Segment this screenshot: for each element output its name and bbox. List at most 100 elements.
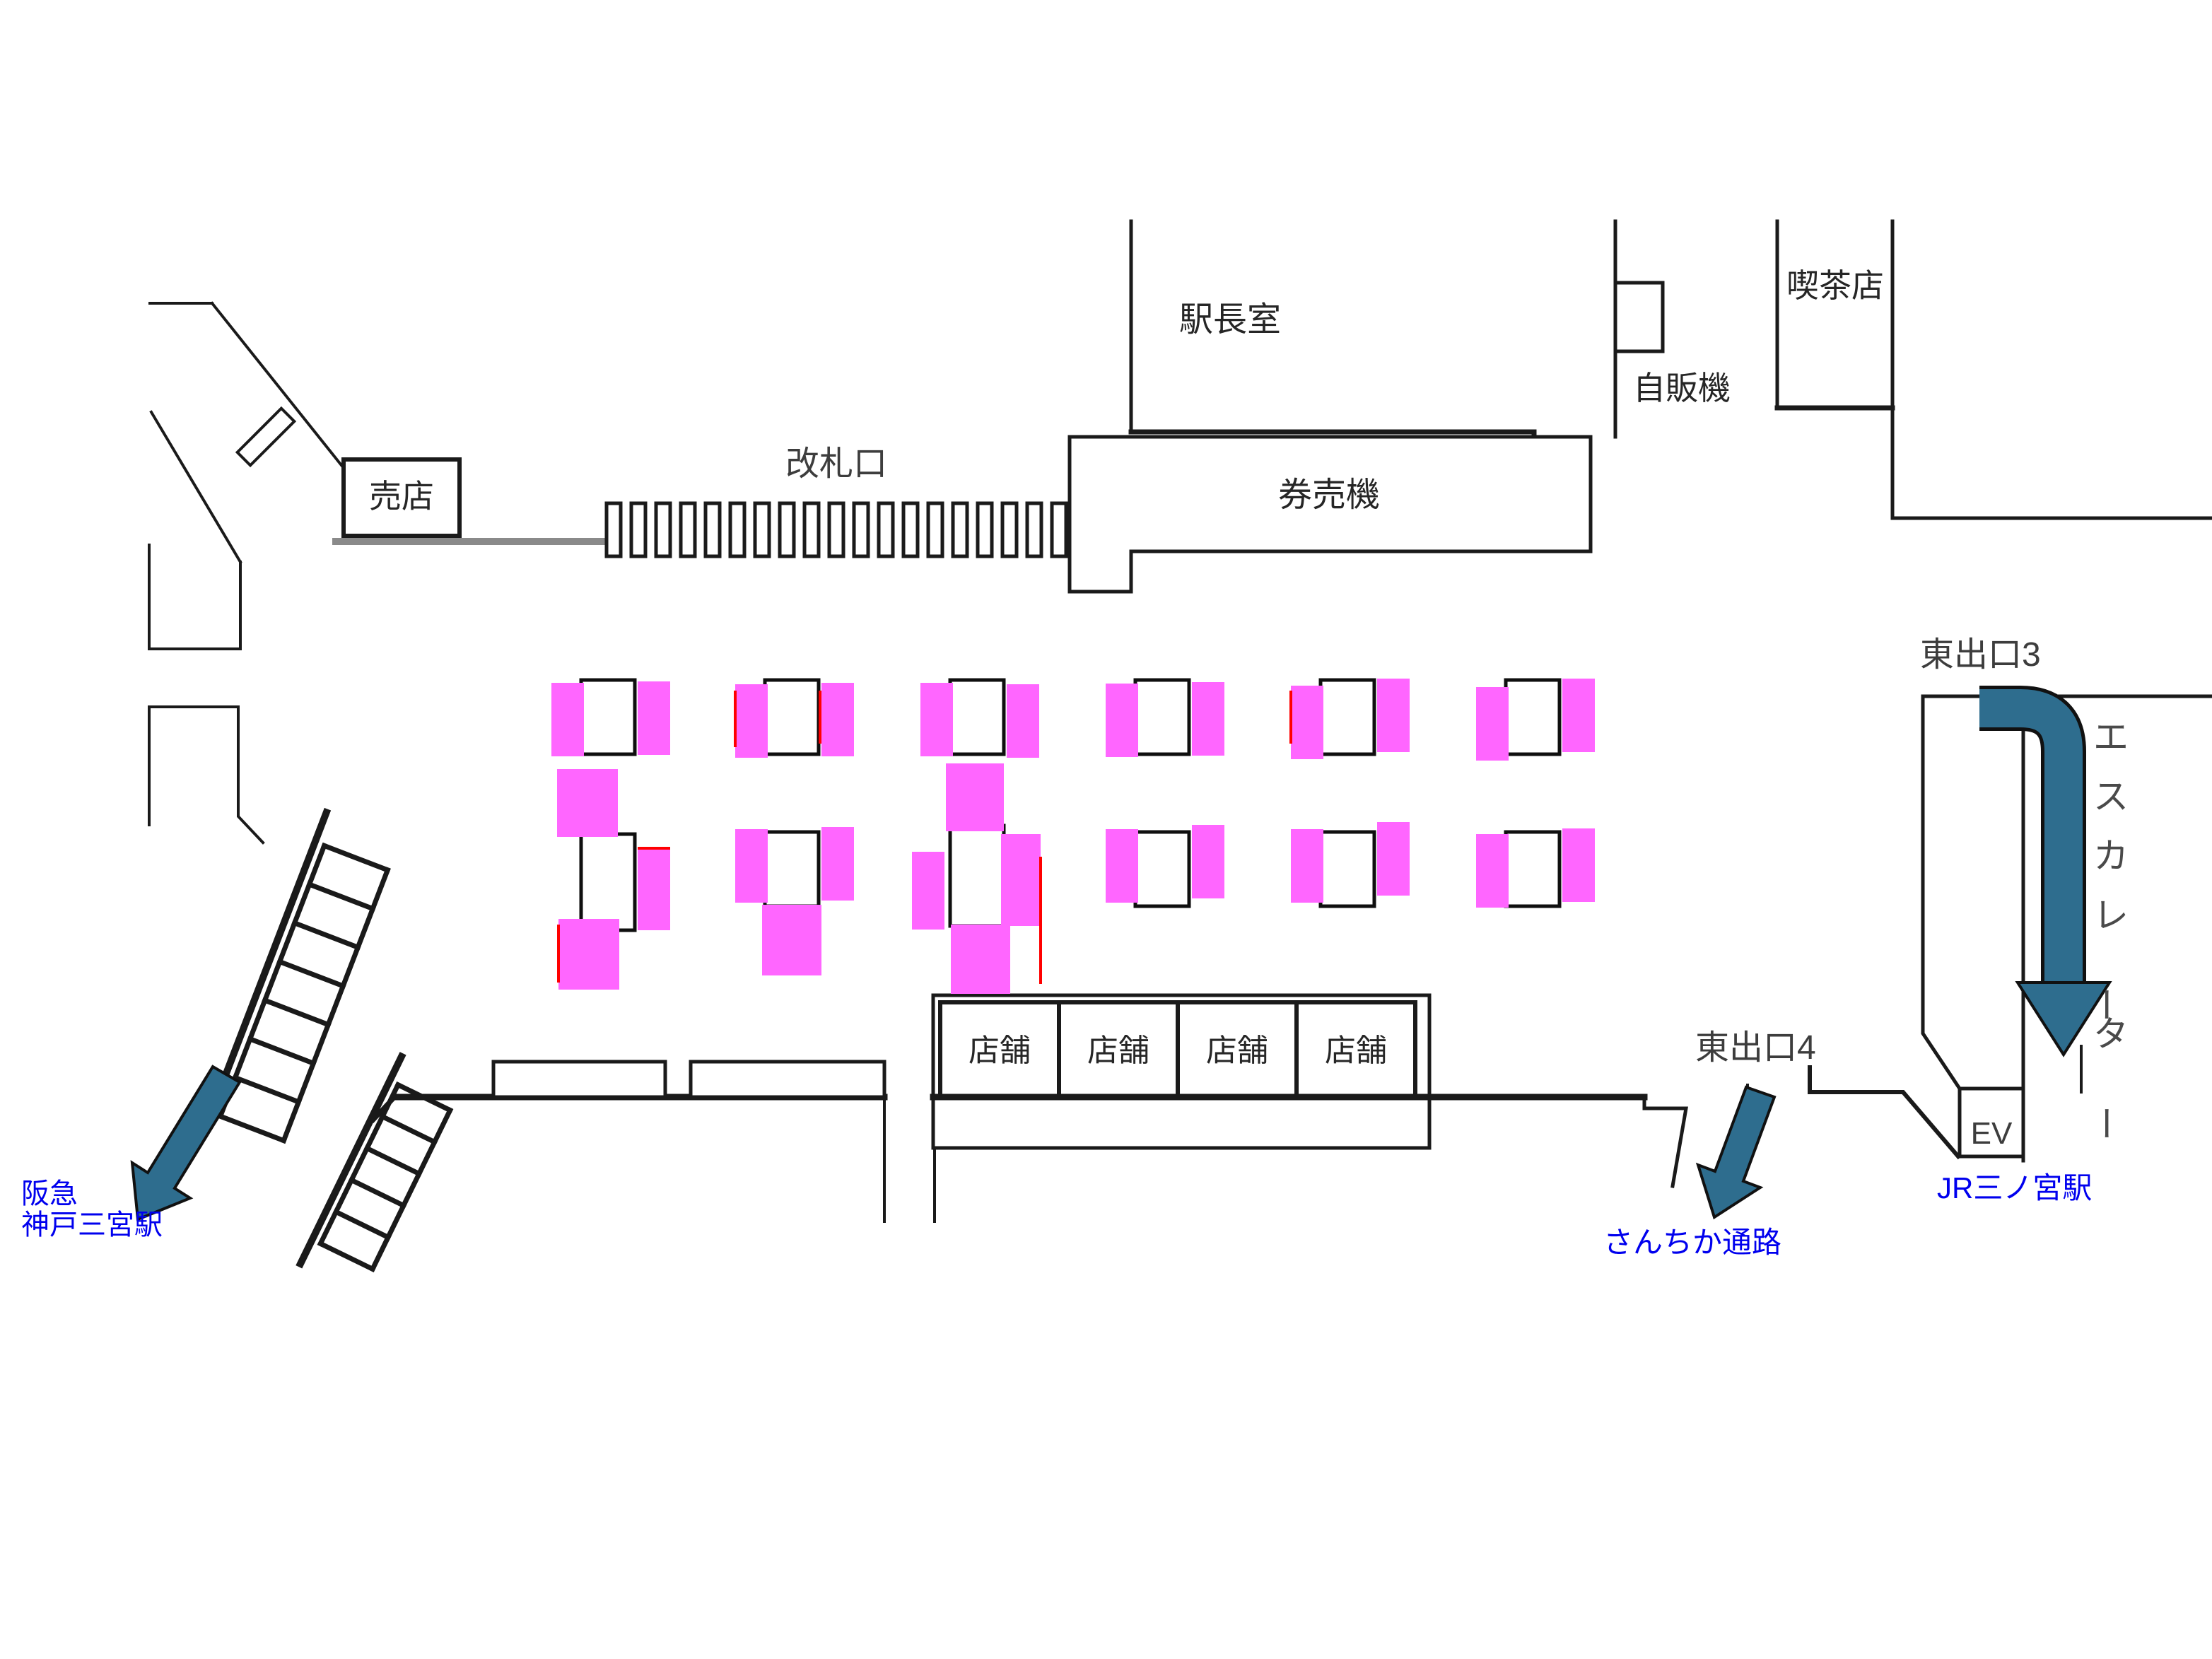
stair-step — [291, 920, 361, 951]
stair-step — [247, 1036, 317, 1067]
ad-board — [762, 905, 821, 975]
wall-room-open — [148, 544, 242, 650]
ad-board — [557, 769, 618, 837]
ad-board — [946, 763, 1004, 831]
unit-r1-c6 — [1476, 678, 1595, 761]
stair-rail — [317, 1081, 402, 1248]
ticket-gate-bar — [753, 501, 771, 558]
elevator-room — [1958, 1086, 2025, 1159]
ad-board — [1476, 834, 1509, 908]
stair-step — [232, 1074, 302, 1106]
unit-r1-c2 — [734, 678, 854, 758]
ad-board — [912, 852, 944, 930]
vending-niche — [1613, 281, 1665, 353]
ticket-gate-bar — [802, 501, 821, 558]
ad-board — [1377, 822, 1410, 896]
exit4-right-jamb — [1808, 1065, 1962, 1160]
ad-board — [551, 683, 584, 756]
ticket-gate-bar — [604, 501, 623, 558]
elevator-label: EV — [1971, 1116, 2013, 1151]
unit-r2-c2 — [735, 827, 854, 975]
stair-rail — [217, 842, 328, 1120]
stair-step — [394, 1081, 454, 1114]
ad-board — [1377, 679, 1410, 752]
ad-board — [1007, 684, 1039, 758]
east-exit4-label: 東出口4 — [1695, 1029, 1816, 1067]
ad-board — [1562, 828, 1595, 902]
ad-board — [638, 847, 670, 930]
shop-room — [938, 1000, 1061, 1099]
ad-board — [1106, 684, 1138, 757]
ticket-gate-bar — [877, 501, 895, 558]
ad-board — [920, 683, 953, 756]
exit3-curved-arrow — [1979, 686, 2112, 1057]
pillar — [763, 678, 821, 756]
staircase — [195, 807, 391, 1147]
vending-machine-label: 自販機 — [1633, 370, 1731, 406]
ticket-gate-bar — [728, 501, 747, 558]
unit-r1-c1 — [551, 678, 670, 756]
ticket-gate-bar — [679, 501, 697, 558]
escalator-label: エスカレーター — [2085, 717, 2129, 1141]
pillar — [763, 830, 821, 908]
ticket-gate-label: 改札口 — [785, 445, 887, 483]
ticket-gate-bar — [703, 501, 722, 558]
ad-board — [821, 683, 854, 756]
wall-booth — [491, 1060, 667, 1099]
unit-r2-c3 — [912, 763, 1042, 994]
pillar — [1318, 678, 1376, 756]
pillar — [579, 832, 637, 932]
unit-r1-c4 — [1106, 678, 1224, 757]
wall-diagonal — [149, 410, 242, 564]
direction-arrows — [130, 686, 2112, 1221]
pillar — [948, 678, 1006, 756]
ticket-gate-bar — [629, 501, 648, 558]
ad-board — [1192, 682, 1224, 756]
ticket-gate-bar — [1025, 501, 1043, 558]
ad-board — [821, 827, 854, 901]
kiosk-room — [341, 457, 462, 538]
hankyu-arrow — [130, 1065, 242, 1221]
hankyu-label-line1: 阪急 — [21, 1178, 78, 1209]
ad-board — [951, 925, 1010, 994]
exit4-arrow — [1695, 1085, 1777, 1220]
unit-r2-c5 — [1291, 822, 1410, 908]
ticket-gate-bar — [976, 501, 994, 558]
pillar — [1504, 830, 1562, 908]
pillar — [579, 678, 637, 756]
ticket-gates — [604, 501, 1068, 558]
coffee-shop-label: 喫茶店 — [1786, 267, 1884, 304]
ad-board — [1291, 829, 1323, 903]
stair-rail — [280, 867, 391, 1144]
exit4-left-jamb — [1642, 1095, 1688, 1188]
cafe-right-wall — [1890, 219, 2212, 520]
stair-step — [276, 958, 346, 990]
staircase — [295, 1052, 454, 1273]
east-exit3-label: 東出口3 — [1920, 636, 2041, 674]
kiosk-label: 売店 — [369, 478, 434, 515]
ticket-gate-bar — [778, 501, 796, 558]
ticket-gate-bar — [654, 501, 672, 558]
stair-side-rail — [295, 1052, 406, 1269]
wall-booth — [689, 1060, 886, 1099]
ad-board — [1192, 825, 1224, 898]
arrow-shaft — [1979, 689, 2083, 984]
ticket-gate-bar — [852, 501, 870, 558]
unit-r1-c3 — [920, 678, 1039, 758]
column-left-wall — [1921, 694, 1962, 1091]
staircases — [195, 807, 454, 1273]
ad-board — [735, 684, 768, 758]
pillar — [1133, 830, 1191, 908]
wall-room-lower-left — [148, 705, 265, 845]
ad-board — [1476, 687, 1509, 761]
ad-board — [1001, 834, 1041, 926]
ticket-gate-bar — [926, 501, 944, 558]
doorway-marker — [235, 406, 297, 468]
stair-step — [306, 881, 376, 913]
stair-step — [317, 1240, 376, 1273]
pillar — [948, 823, 1006, 928]
ticket-gate-bar — [1000, 501, 1019, 558]
unit-r2-c4 — [1106, 825, 1224, 908]
jr-station-label: JR三ノ宮駅 — [1937, 1171, 2092, 1204]
